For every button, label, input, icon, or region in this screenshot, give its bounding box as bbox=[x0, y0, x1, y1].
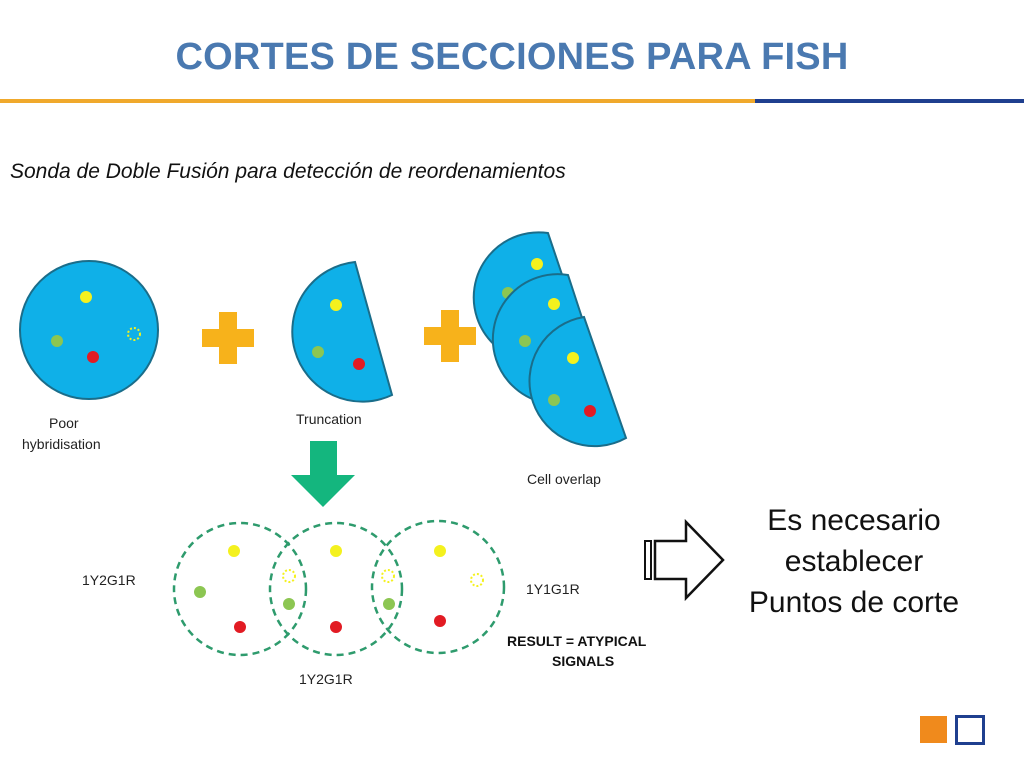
conclusion-note: Es necesario establecer Puntos de corte bbox=[724, 500, 984, 623]
slide-title: CORTES DE SECCIONES PARA FISH bbox=[175, 36, 849, 78]
note-line2: establecer bbox=[784, 545, 924, 578]
green-signal bbox=[194, 586, 206, 598]
cell-overlap bbox=[472, 231, 628, 448]
missing-signal bbox=[127, 327, 141, 341]
result-label-line1: RESULT = ATYPICAL bbox=[507, 633, 647, 649]
right-arrow-icon bbox=[644, 518, 725, 602]
yellow-signal bbox=[330, 545, 342, 557]
red-signal bbox=[434, 615, 446, 627]
truncation-label: Truncation bbox=[296, 411, 362, 427]
plus-icon bbox=[202, 312, 254, 364]
right-result-label: 1Y1G1R bbox=[526, 581, 580, 597]
title-underline-blue bbox=[755, 99, 1024, 103]
green-signal bbox=[312, 346, 324, 358]
corner-square-outline bbox=[955, 715, 985, 745]
down-arrow-icon bbox=[291, 441, 355, 507]
left-result-label: 1Y2G1R bbox=[82, 572, 136, 588]
missing-signal bbox=[282, 569, 296, 583]
green-signal bbox=[548, 394, 560, 406]
poor-hybridisation-cell bbox=[19, 260, 159, 400]
red-signal bbox=[87, 351, 99, 363]
yellow-signal bbox=[548, 298, 560, 310]
note-line1: Es necesario bbox=[767, 504, 941, 537]
yellow-signal bbox=[228, 545, 240, 557]
yellow-signal bbox=[531, 258, 543, 270]
green-signal bbox=[51, 335, 63, 347]
slide-subtitle: Sonda de Doble Fusión para detección de … bbox=[10, 160, 566, 183]
dashed-nuclei bbox=[172, 519, 506, 657]
red-signal bbox=[353, 358, 365, 370]
dashed-nucleus-right bbox=[370, 519, 506, 655]
plus-icon bbox=[424, 310, 476, 362]
dashed-nucleus-middle bbox=[268, 521, 404, 657]
missing-signal bbox=[381, 569, 395, 583]
red-signal bbox=[330, 621, 342, 633]
red-signal bbox=[234, 621, 246, 633]
green-signal bbox=[283, 598, 295, 610]
yellow-signal bbox=[567, 352, 579, 364]
result-label-line2: SIGNALS bbox=[552, 653, 614, 669]
overlap-cell-front bbox=[528, 315, 628, 448]
poor-label-line2: hybridisation bbox=[22, 436, 101, 452]
poor-label-line1: Poor bbox=[49, 415, 79, 431]
yellow-signal bbox=[80, 291, 92, 303]
note-line3: Puntos de corte bbox=[748, 586, 960, 619]
cell-overlap-label: Cell overlap bbox=[527, 471, 601, 487]
yellow-signal bbox=[434, 545, 446, 557]
missing-signal bbox=[470, 573, 484, 587]
red-signal bbox=[584, 405, 596, 417]
truncation-cell bbox=[291, 260, 394, 403]
title-underline-orange bbox=[0, 99, 755, 103]
green-signal bbox=[519, 335, 531, 347]
bottom-result-label: 1Y2G1R bbox=[299, 671, 353, 687]
green-signal bbox=[383, 598, 395, 610]
dashed-nucleus-left bbox=[172, 521, 308, 657]
yellow-signal bbox=[330, 299, 342, 311]
corner-square-orange bbox=[920, 716, 947, 743]
